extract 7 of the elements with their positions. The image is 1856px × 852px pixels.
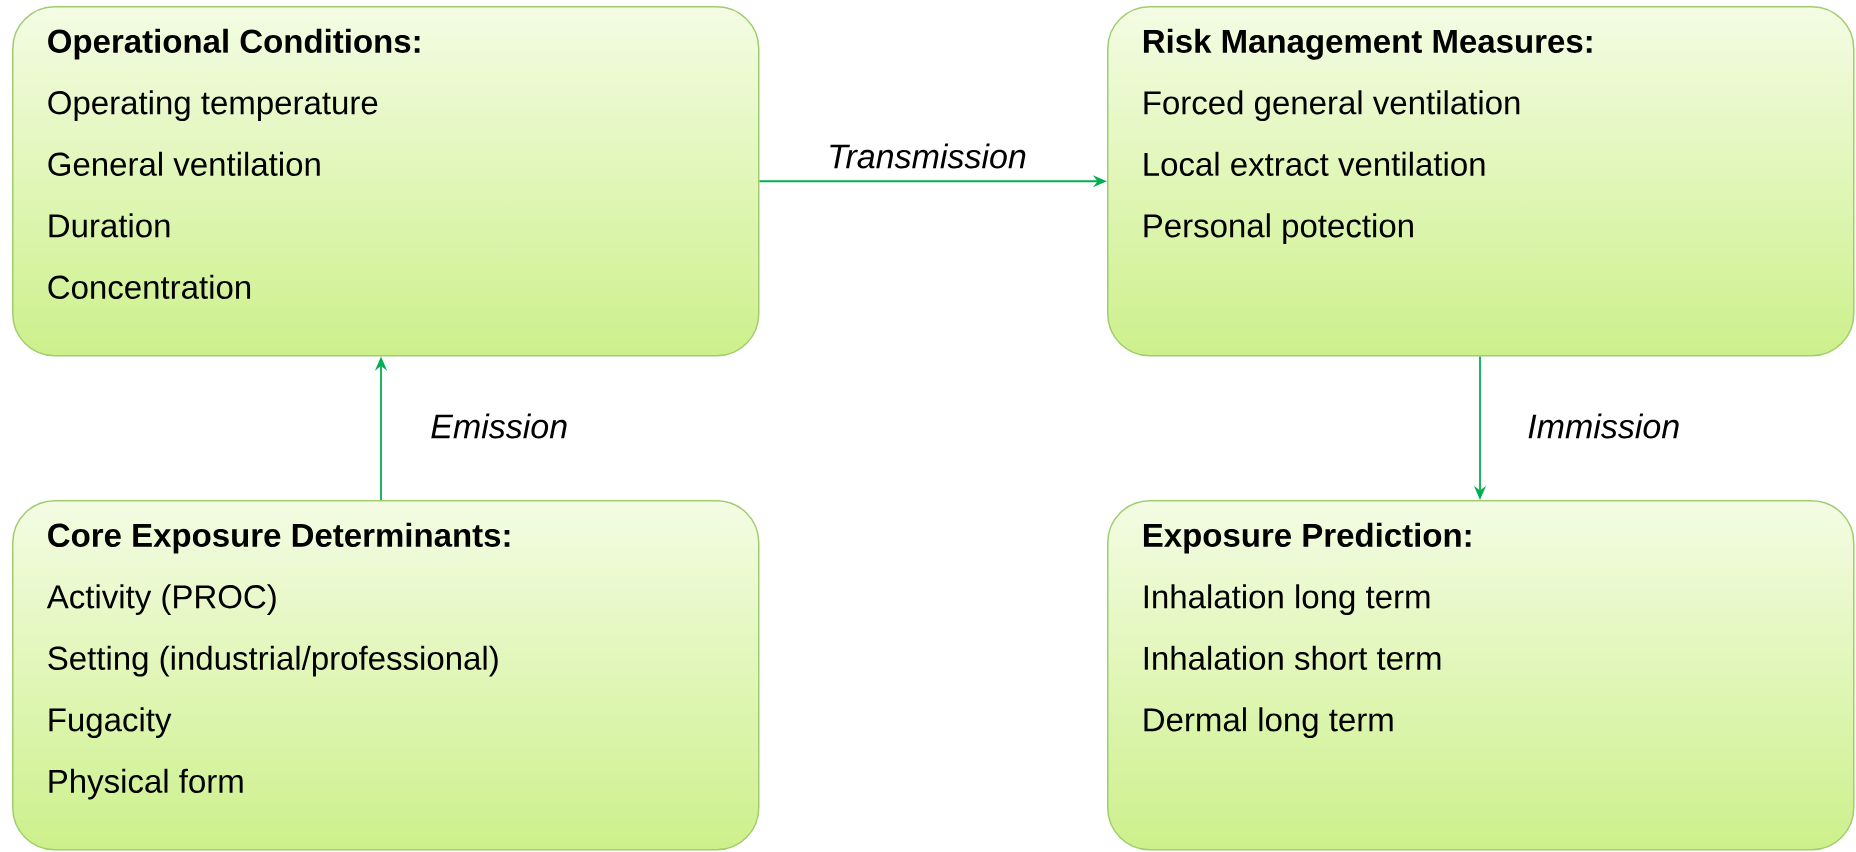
- text-box: Operational Conditions: Operating temperature General ventilation Duration Concentration: [12, 6, 760, 357]
- text-box: Core Exposure Determinants: Activity (PROC) Setting (industrial/professional) Fugacity Physical form: [12, 500, 760, 851]
- edge-label: Transmission: [825, 141, 1029, 171]
- edge-label: Immission: [1525, 411, 1683, 441]
- text-box: Exposure Prediction: Inhalation long term Inhalation short term Dermal long term: [1107, 500, 1855, 851]
- edge-label: Emission: [428, 411, 571, 441]
- text-box: Risk Management Measures: Forced general ventilation Local extract ventilation Personal potection: [1107, 6, 1855, 357]
